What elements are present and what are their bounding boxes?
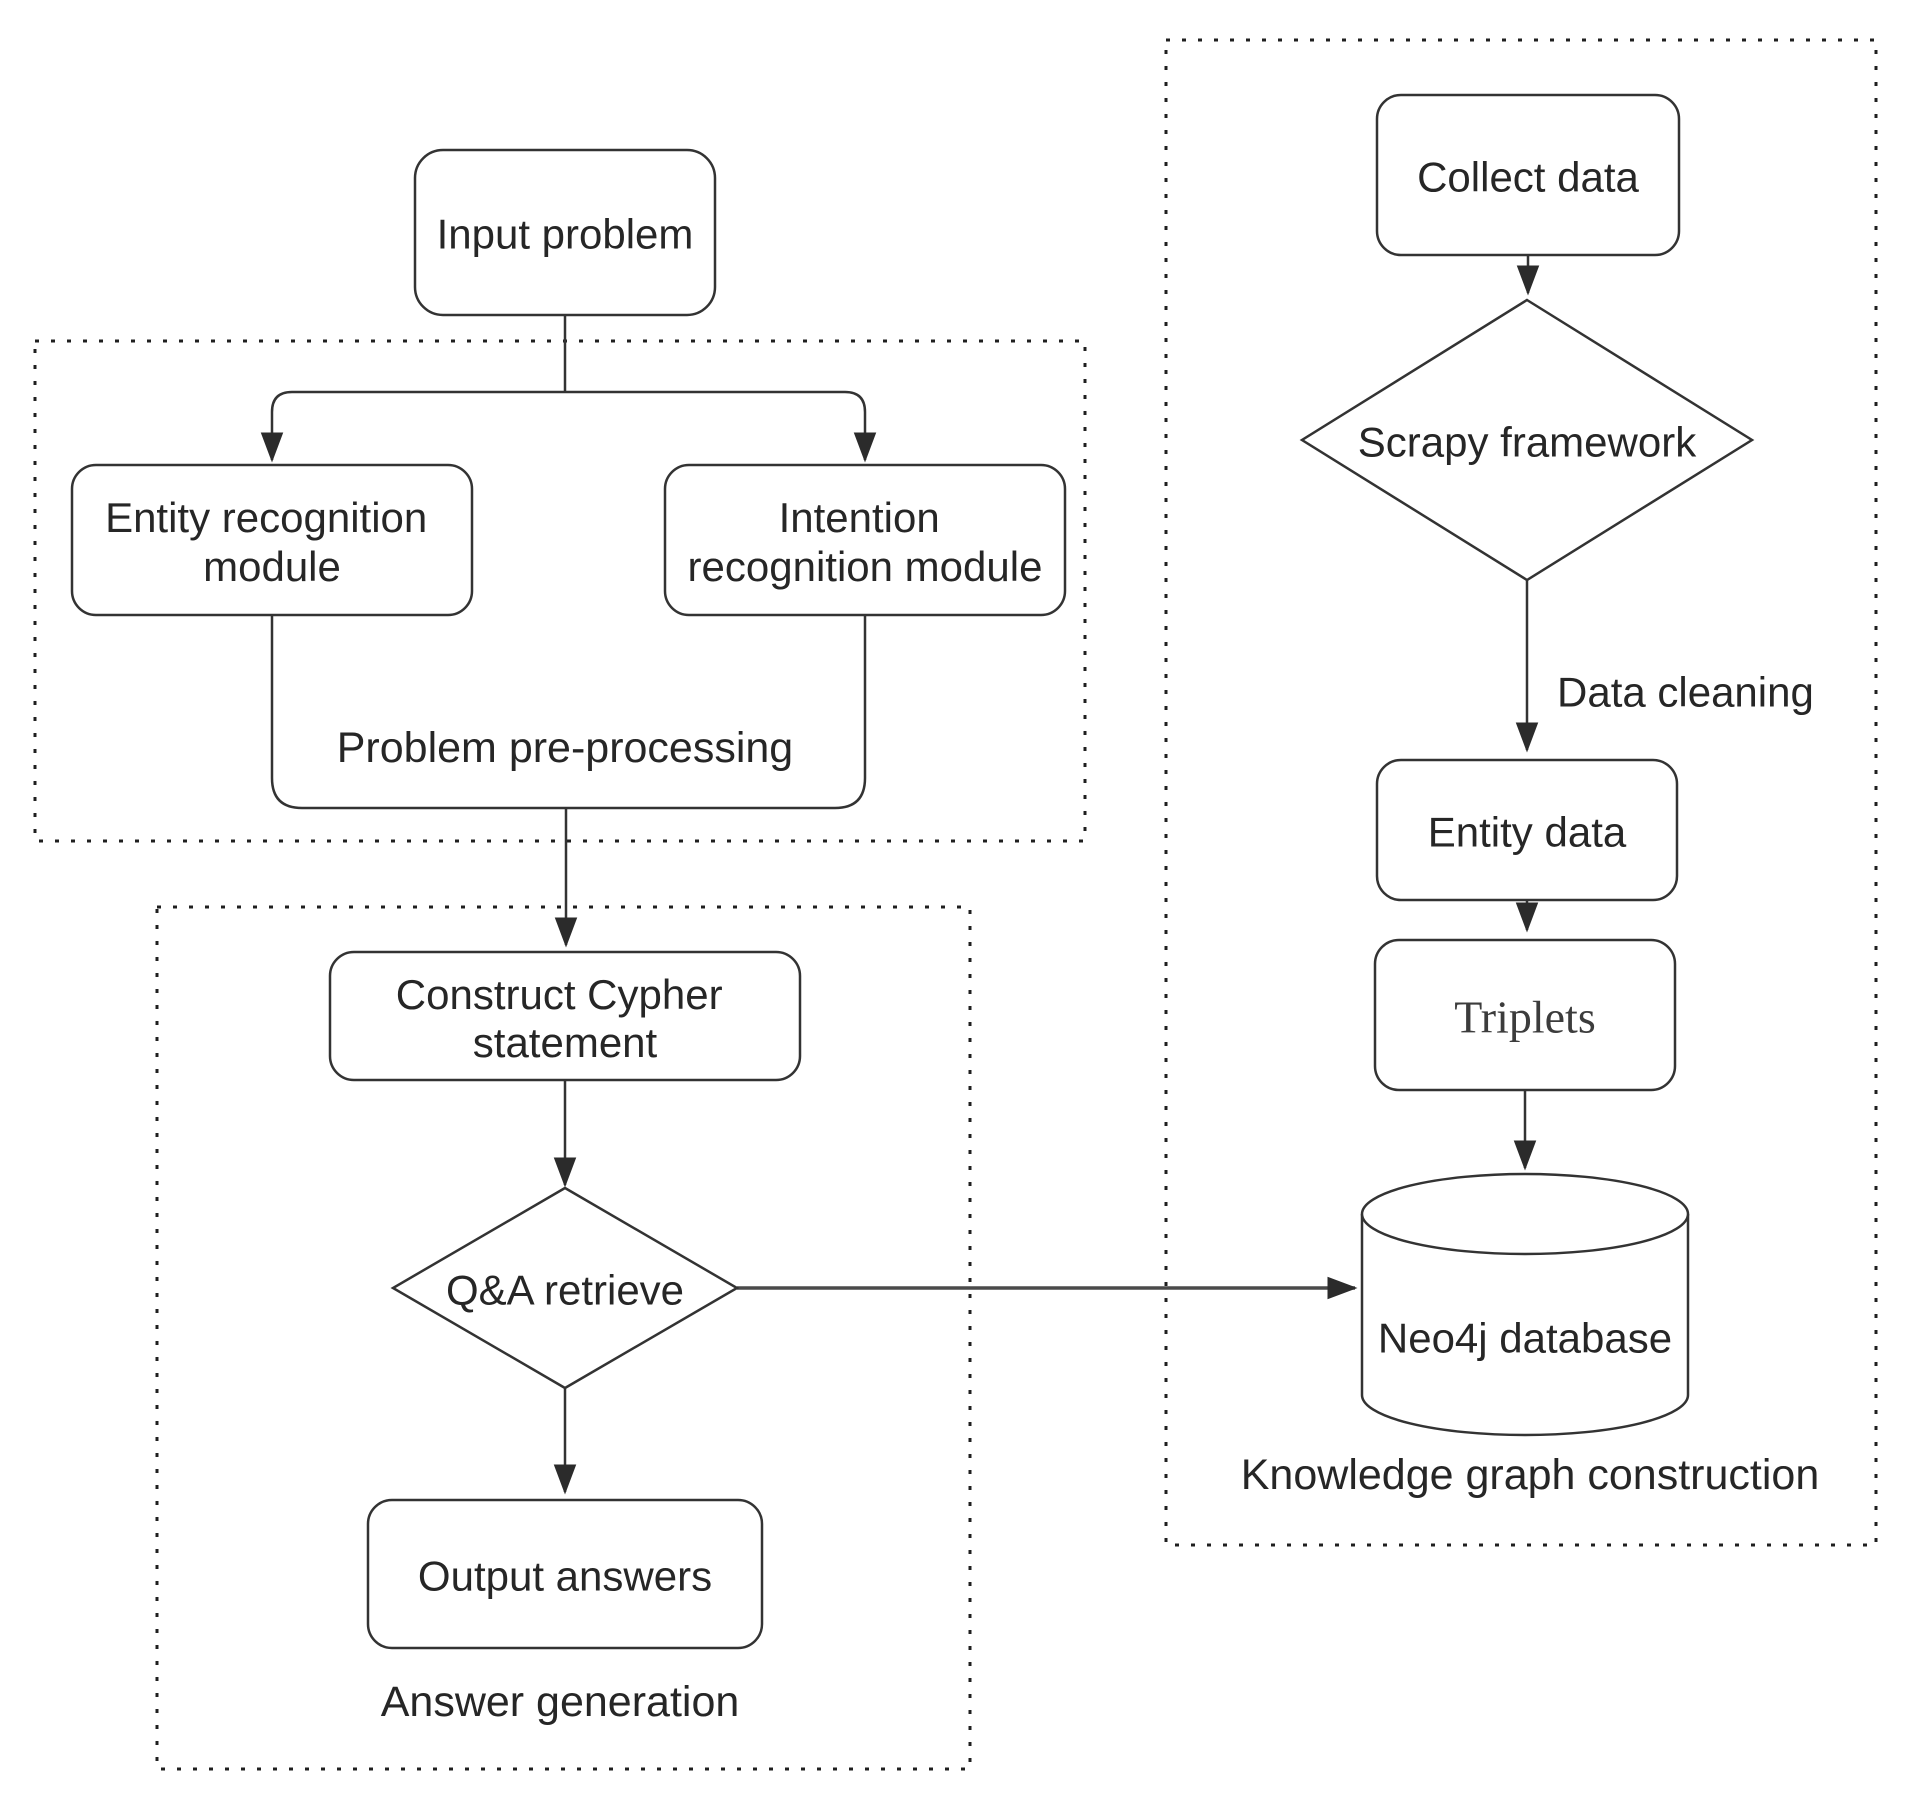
bracket-problem-preprocessing bbox=[270, 615, 867, 810]
node-input-problem: Input problem bbox=[413, 148, 717, 317]
container-knowledge-graph-construction bbox=[1164, 38, 1878, 1547]
node-intention-recognition-module: Intention recognition module bbox=[663, 463, 1067, 617]
node-neo4j-database: Neo4j database bbox=[1360, 1172, 1690, 1437]
container-problem-preprocessing bbox=[33, 339, 1087, 843]
scrapy-framework-label: Scrapy framework bbox=[1358, 419, 1697, 466]
node-entity-recognition-module: Entity recognition module bbox=[70, 463, 474, 617]
node-output-answers: Output answers bbox=[366, 1498, 764, 1650]
container-answer-generation bbox=[155, 905, 972, 1771]
output-answers-label: Output answers bbox=[418, 1553, 712, 1600]
node-scrapy-framework: Scrapy framework bbox=[1299, 298, 1755, 582]
construct-cypher-label: Construct Cypher statement bbox=[396, 971, 734, 1066]
triplets-box bbox=[1373, 938, 1677, 1092]
entity-recognition-box bbox=[70, 463, 474, 617]
problem-preprocessing-label: Problem pre-processing bbox=[337, 724, 793, 772]
input-problem-label: Input problem bbox=[437, 211, 694, 258]
input-problem-box bbox=[413, 148, 717, 317]
construct-cypher-box bbox=[328, 950, 802, 1082]
neo4j-database-label: Neo4j database bbox=[1378, 1315, 1672, 1362]
knowledge-graph-construction-label: Knowledge graph construction bbox=[1241, 1451, 1819, 1499]
node-construct-cypher-statement: Construct Cypher statement bbox=[328, 950, 802, 1082]
triplets-label: Triplets bbox=[1454, 992, 1595, 1043]
node-triplets: Triplets bbox=[1373, 938, 1677, 1092]
intention-recognition-label: Intention recognition module bbox=[688, 494, 1043, 590]
answer-generation-label: Answer generation bbox=[381, 1678, 740, 1726]
entity-data-box bbox=[1375, 758, 1679, 902]
node-entity-data: Entity data bbox=[1375, 758, 1679, 902]
neo4j-cylinder-top bbox=[1360, 1172, 1690, 1256]
collect-data-box bbox=[1375, 93, 1681, 257]
neo4j-cylinder-body bbox=[1360, 1214, 1690, 1437]
qa-retrieve-diamond bbox=[390, 1186, 740, 1390]
node-qa-retrieve: Q&A retrieve bbox=[390, 1186, 740, 1390]
intention-recognition-box bbox=[663, 463, 1067, 617]
entity-recognition-label: Entity recognition module bbox=[105, 494, 439, 590]
collect-data-label: Collect data bbox=[1417, 154, 1639, 201]
scrapy-framework-diamond bbox=[1299, 298, 1755, 582]
edge-branch-to-entity-recognition bbox=[260, 390, 565, 463]
data-cleaning-edge-label: Data cleaning bbox=[1557, 669, 1814, 716]
output-answers-box bbox=[366, 1498, 764, 1650]
node-collect-data: Collect data bbox=[1375, 93, 1681, 257]
qa-retrieve-label: Q&A retrieve bbox=[446, 1267, 684, 1314]
entity-data-label: Entity data bbox=[1428, 809, 1627, 856]
edge-branch-to-intention-recognition bbox=[565, 390, 877, 463]
